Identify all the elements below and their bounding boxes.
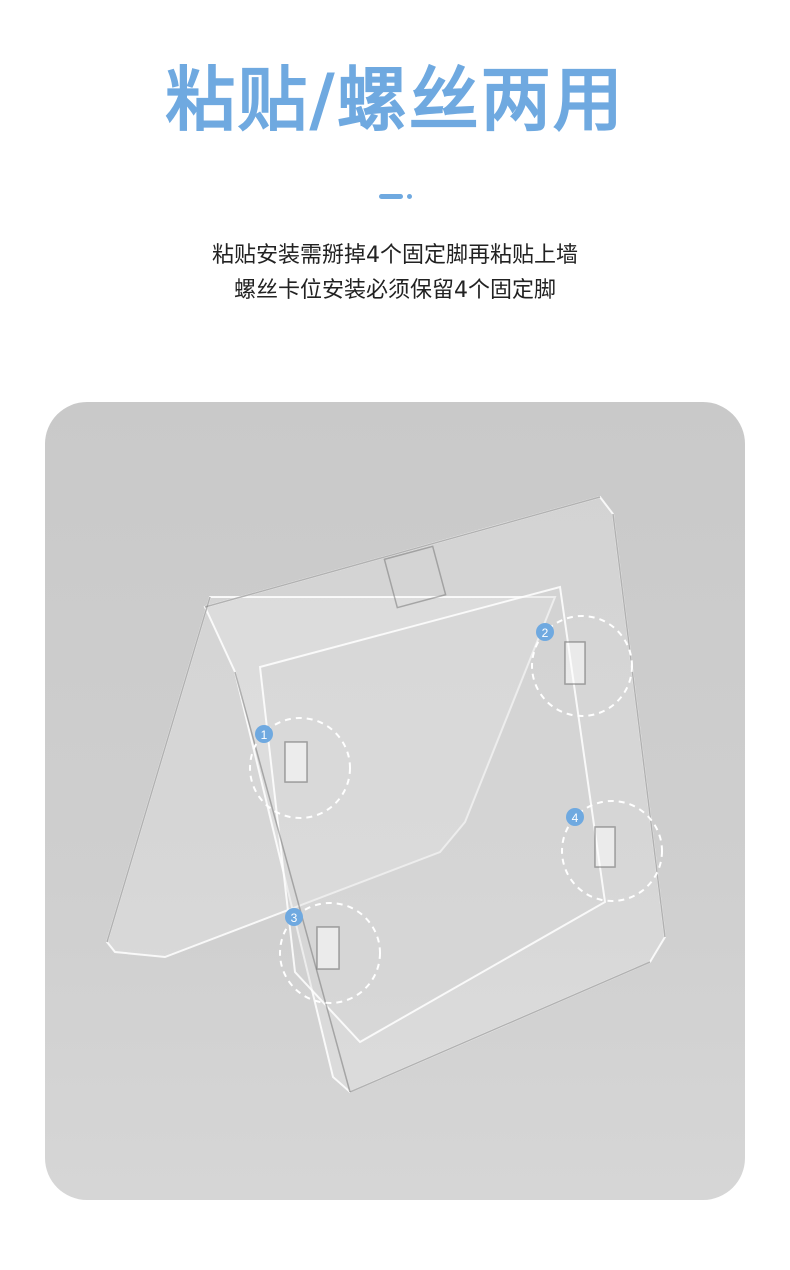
divider-bar (379, 194, 403, 199)
callout-badge-3: 3 (285, 908, 303, 926)
product-image-panel: 1 2 3 4 (45, 402, 745, 1200)
callout-badge-4: 4 (566, 808, 584, 826)
callout-label: 4 (572, 811, 579, 825)
transparent-cover-illustration: 1 2 3 4 (105, 495, 667, 1094)
callout-label: 1 (261, 728, 268, 742)
divider-dot (407, 194, 412, 199)
callout-badge-1: 1 (255, 725, 273, 743)
description-line-1: 粘贴安装需掰掉4个固定脚再粘贴上墙 (212, 243, 578, 268)
callout-label: 2 (542, 626, 549, 640)
callout-rings (249, 615, 663, 1004)
callout-label: 3 (291, 911, 298, 925)
clips (284, 641, 616, 970)
description-line-2: 螺丝卡位安装必须保留4个固定脚 (234, 278, 556, 303)
page-title: 粘贴/螺丝两用 (165, 59, 625, 141)
callout-badge-2: 2 (536, 623, 554, 641)
